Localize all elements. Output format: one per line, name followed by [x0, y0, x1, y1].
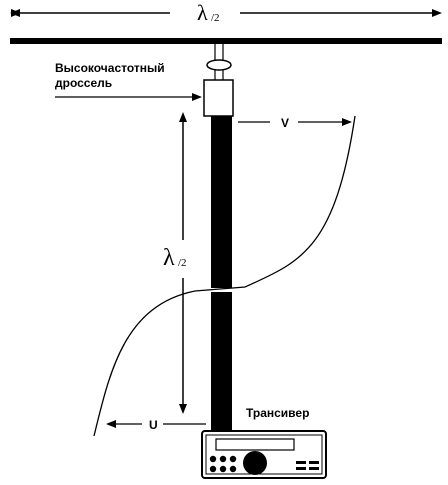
transceiver [201, 430, 327, 479]
feeder-dimension-symbol: λ [163, 245, 175, 271]
top-dimension-symbol: λ [197, 0, 208, 25]
feeder-dimension-subscript: /2 [178, 257, 187, 269]
top-dimension-line [10, 9, 442, 17]
transceiver-button [219, 465, 227, 473]
rf-choke [203, 79, 234, 117]
choke-label-arrow [55, 93, 202, 101]
current-arrow [106, 420, 206, 428]
top-dim-left-arrowhead [10, 9, 20, 17]
transceiver-button [229, 455, 237, 463]
voltage-arrow [238, 118, 352, 126]
feed-connection [206, 44, 232, 80]
transceiver-slot [296, 461, 306, 464]
current-label: U [149, 418, 158, 432]
transceiver-button [209, 455, 217, 463]
transceiver-button [209, 465, 217, 473]
transceiver-slot [309, 467, 319, 470]
coax-feeder-lower [211, 292, 232, 430]
transceiver-button [219, 455, 227, 463]
choke-label-line1: Высокочастотный [55, 61, 165, 75]
feeder-dimension-line [179, 112, 187, 414]
distribution-curve [93, 115, 356, 437]
transceiver-tuning-knob [243, 451, 267, 475]
choke-label-line2: дроссель [55, 76, 112, 90]
transceiver-button [229, 465, 237, 473]
top-dimension-subscript: /2 [211, 12, 220, 24]
transceiver-slot [309, 461, 319, 464]
top-dim-right-arrowhead [432, 9, 442, 17]
transceiver-slot [296, 467, 306, 470]
cable-coil [206, 59, 232, 71]
coax-feeder-upper [211, 116, 232, 288]
transceiver-display [215, 438, 295, 451]
voltage-label: V [281, 116, 289, 130]
dipole-antenna [10, 38, 442, 44]
transceiver-label: Трансивер [246, 406, 309, 420]
transceiver-front-panel [205, 434, 323, 475]
